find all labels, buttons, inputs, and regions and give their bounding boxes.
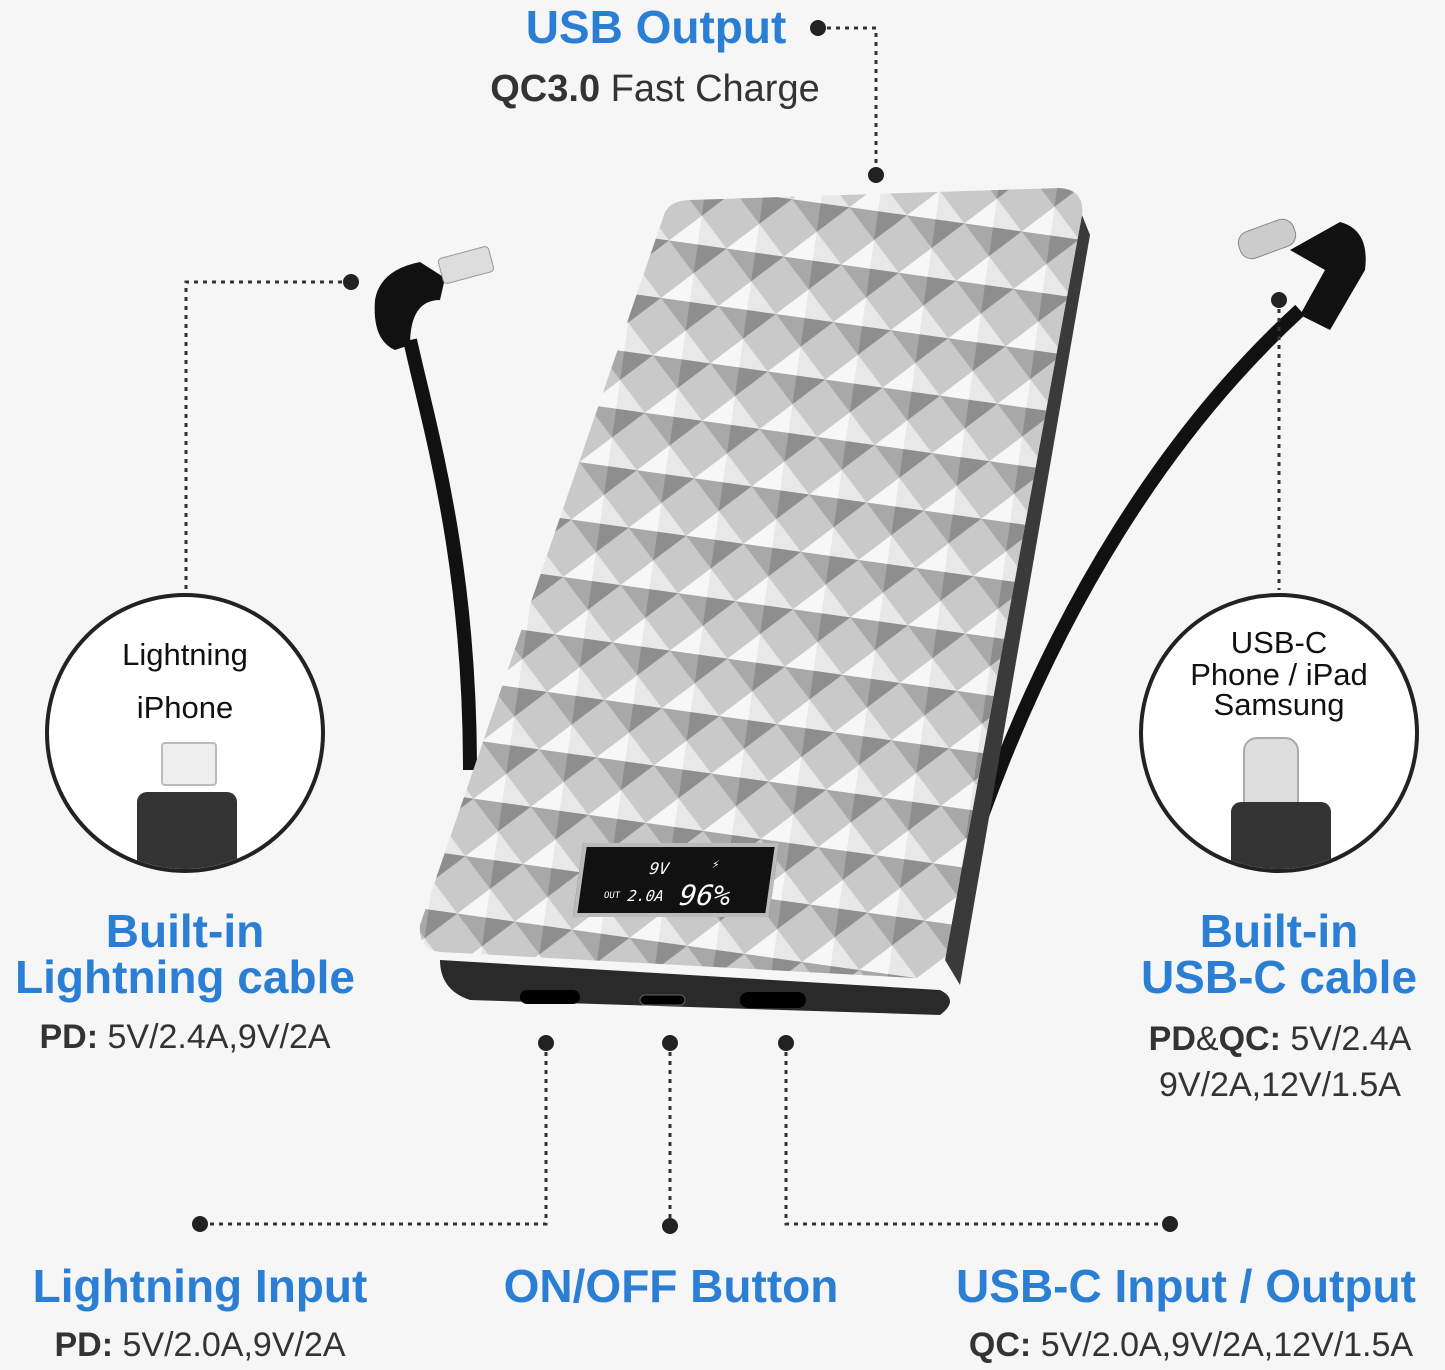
usb-c-cable xyxy=(953,304,1305,883)
lightning-input-spec: PD: 5V/2.0A,9V/2A xyxy=(0,1328,400,1362)
spec-value: 5V/2.4A xyxy=(1290,1020,1412,1058)
lightning-connector-head xyxy=(374,246,495,350)
on-off-title: ON/OFF Button xyxy=(503,1260,839,1312)
usb-c-plug-icon xyxy=(1243,737,1299,813)
usb-c-connector-head xyxy=(1237,218,1366,330)
usb-output-spec: QC3.0 Fast Charge xyxy=(440,70,870,108)
lightning-cable xyxy=(403,338,477,771)
on-off-button xyxy=(639,994,686,1006)
left-spec: PD: 5V/2.4A,9V/2A xyxy=(0,1020,370,1054)
spec-label: QC: xyxy=(1218,1020,1281,1058)
left-title-line: Built-in xyxy=(105,905,265,957)
current-readout: 2.0A xyxy=(626,887,666,905)
usb-c-io-title: USB-C Input / Output xyxy=(956,1260,1416,1312)
circle-line: Phone / iPad xyxy=(1190,657,1368,692)
voltage-readout: 9V xyxy=(648,859,671,878)
out-label: OUT xyxy=(603,891,621,901)
plug-body xyxy=(137,792,237,869)
circle-line: Lightning xyxy=(122,637,248,672)
spec-amp: & xyxy=(1195,1020,1219,1058)
right-spec-line2: 9V/2A,12V/1.5A xyxy=(1159,1066,1401,1104)
spec-label: PD: xyxy=(39,1018,99,1056)
spec-label: QC: xyxy=(968,1326,1032,1364)
circle-line: USB-C xyxy=(1230,625,1328,660)
right-title-line: USB-C cable xyxy=(1140,951,1418,1003)
usb-c-port xyxy=(740,992,806,1008)
left-title-line: Lightning cable xyxy=(15,951,355,1003)
lightning-port xyxy=(520,990,580,1004)
usb-c-io-spec: QC: 5V/2.0A,9V/2A,12V/1.5A xyxy=(936,1328,1445,1362)
spec-value: 5V/2.0A,9V/2A,12V/1.5A xyxy=(1040,1326,1414,1364)
right-spec: PD&QC: 5V/2.4A xyxy=(1110,1022,1445,1056)
spec-value: 5V/2.0A,9V/2A xyxy=(122,1326,346,1364)
usb-output-title: USB Output xyxy=(525,1,787,53)
lightning-input-title: Lightning Input xyxy=(32,1260,368,1312)
spec-label: QC3.0 xyxy=(490,68,601,110)
lcd-display: 9V ⚡ OUT 2.0A 96% xyxy=(572,843,780,917)
spec-label: PD: xyxy=(54,1326,114,1364)
spec-label: PD xyxy=(1148,1020,1196,1058)
circle-line: Samsung xyxy=(1213,687,1345,722)
plug-body xyxy=(1231,802,1331,869)
spec-value: Fast Charge xyxy=(610,68,820,110)
usb-c-connector-callout: USB-C Phone / iPad Samsung xyxy=(1139,593,1419,873)
lightning-connector-callout: Lightning iPhone xyxy=(45,593,325,873)
battery-percent: 96% xyxy=(677,879,733,912)
lightning-plug-icon xyxy=(161,742,217,786)
spec-value: 5V/2.4A,9V/2A xyxy=(107,1018,331,1056)
circle-line: iPhone xyxy=(136,690,234,725)
right-title-line: Built-in xyxy=(1199,905,1359,957)
bolt-icon: ⚡ xyxy=(711,857,721,871)
